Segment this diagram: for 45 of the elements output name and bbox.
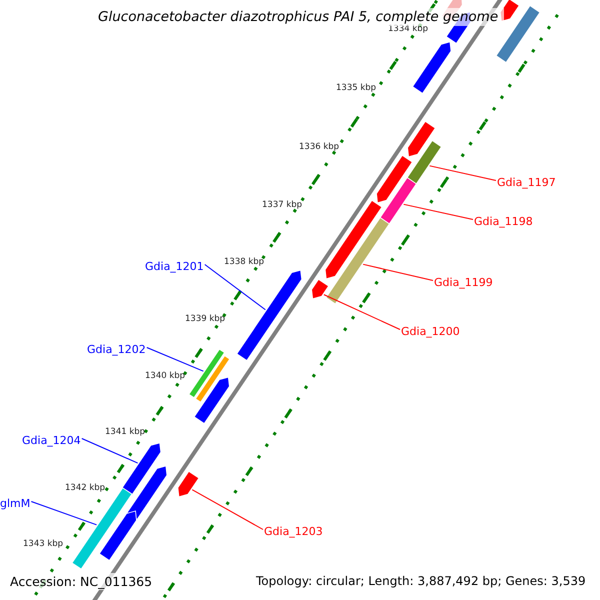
scale-label: 1342 kbp — [65, 483, 106, 493]
gene-bar — [380, 177, 417, 224]
gene-bar — [98, 510, 137, 561]
gene-label: Gdia_1200 — [401, 325, 460, 338]
gene-label: Gdia_1198 — [474, 215, 533, 228]
leader-line — [146, 347, 204, 372]
scale-label: 1335 kbp — [336, 83, 376, 93]
gene-bar — [188, 348, 225, 398]
gene-label: Gdia_1201 — [145, 260, 204, 273]
scale-label: 1340 kbp — [145, 371, 186, 381]
gene-bar — [311, 278, 330, 300]
gene-label: Gdia_1199 — [434, 276, 493, 289]
gene-bar — [126, 465, 168, 520]
scale-label: 1339 kbp — [185, 314, 226, 324]
scale-label: 1341 kbp — [105, 427, 146, 437]
scale-label: 1343 kbp — [23, 539, 64, 549]
scale-label: 1334 kbp — [388, 24, 428, 34]
leader-line — [362, 264, 434, 281]
gene-bar — [406, 140, 442, 184]
gene-label: Gdia_1197 — [497, 176, 556, 189]
gene-bar — [194, 376, 230, 424]
leader-line — [429, 165, 496, 181]
gene-bar — [177, 470, 200, 498]
gene-label: Gdia_1203 — [264, 525, 323, 538]
gene-bar — [326, 217, 390, 304]
gene-bar — [496, 5, 540, 63]
scale-label: 1337 kbp — [262, 200, 302, 210]
gene-bar — [324, 200, 382, 280]
gene-bar — [195, 355, 230, 403]
gene-bar — [407, 120, 436, 158]
gene-label: glmM — [0, 497, 30, 510]
gene-label: Gdia_1204 — [22, 434, 81, 447]
gene-label: Gdia_1202 — [87, 343, 146, 356]
leader-line — [323, 294, 400, 330]
leader-line — [204, 264, 266, 310]
leader-line — [192, 489, 264, 530]
scale-label: 1336 kbp — [299, 142, 340, 152]
leader-line — [403, 204, 474, 220]
scale-label: 1338 kbp — [224, 257, 264, 267]
gene-bar — [412, 41, 452, 94]
gene-bar — [236, 270, 302, 362]
gene-bar — [122, 442, 162, 495]
leader-line — [81, 438, 138, 464]
leader-line — [30, 501, 98, 526]
gene-bar — [376, 154, 413, 204]
